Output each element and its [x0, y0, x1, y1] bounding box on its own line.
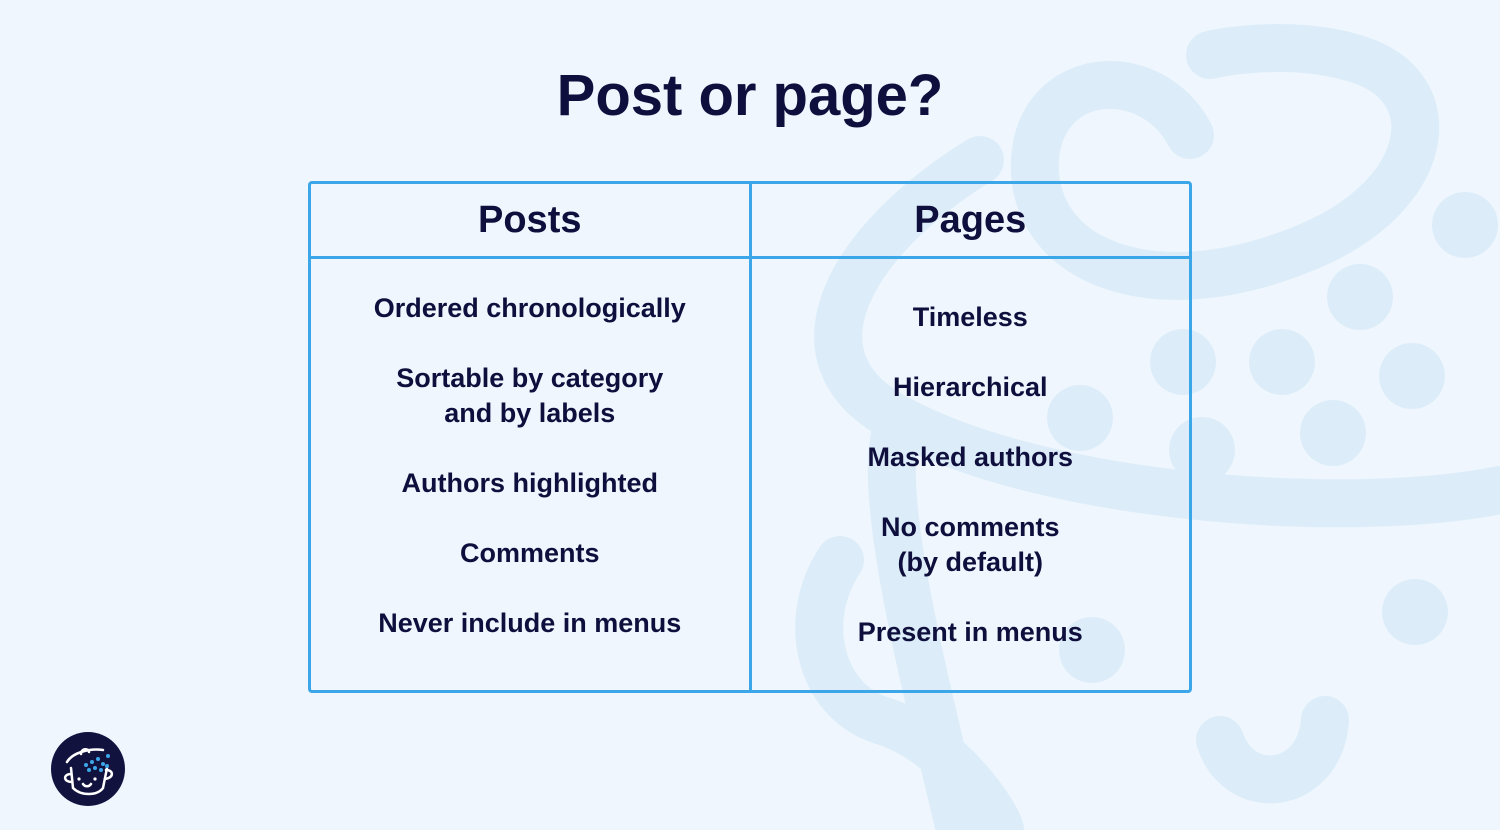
pages-item: Timeless	[912, 302, 1028, 332]
comparison-table: Posts Ordered chronologically Sortable b…	[308, 181, 1192, 693]
page-title: Post or page?	[556, 63, 944, 128]
posts-item-line: Sortable by category	[396, 363, 664, 393]
posts-item: Comments	[459, 538, 600, 568]
posts-item: Never include in menus	[378, 608, 682, 638]
posts-item: Sortable by category and by labels	[396, 361, 663, 431]
cooking-pot-logo-icon	[51, 732, 125, 806]
pages-item-line: No comments	[880, 512, 1060, 542]
pages-item: No comments (by default)	[881, 510, 1060, 580]
posts-header: Posts	[311, 184, 749, 259]
pages-header: Pages	[751, 184, 1189, 259]
pages-item-line: (by default)	[897, 547, 1043, 577]
posts-item-line: and by labels	[444, 398, 616, 428]
pages-column: Pages Timeless Hierarchical Masked autho…	[748, 184, 1189, 690]
pages-item: Present in menus	[857, 617, 1083, 647]
posts-item: Authors highlighted	[401, 468, 658, 498]
pages-item: Masked authors	[867, 442, 1074, 472]
posts-column: Posts Ordered chronologically Sortable b…	[311, 184, 749, 690]
pages-item: Hierarchical	[892, 372, 1048, 402]
posts-item: Ordered chronologically	[373, 293, 686, 323]
